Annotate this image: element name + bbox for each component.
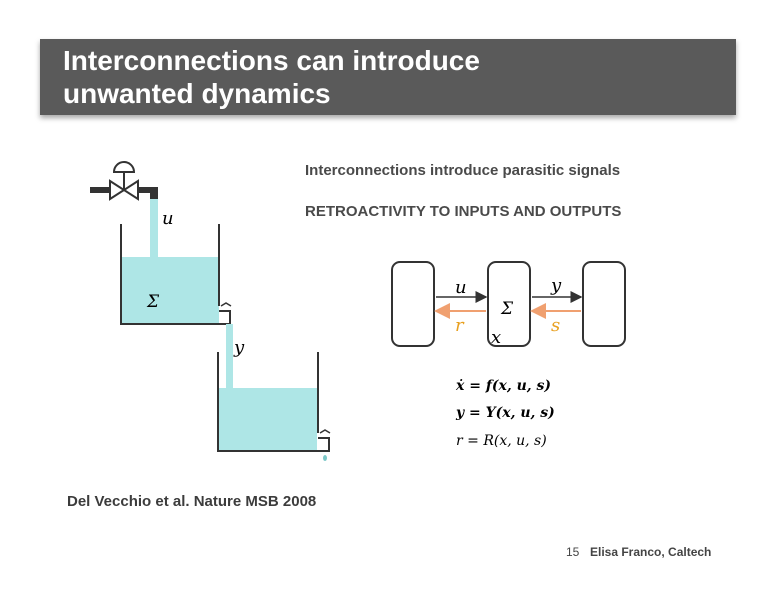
citation: Del Vecchio et al. Nature MSB 2008 [67,493,317,510]
parasitic-signals-heading: Interconnections introduce parasitic sig… [305,162,621,179]
top-tank-outlet [219,310,231,325]
top-tank-water [122,257,219,324]
block-x-label: x [491,327,501,348]
slide-title: Interconnections can introduce unwanted … [63,45,480,109]
retroactivity-heading: RETROACTIVITY TO INPUTS AND OUTPUTS [305,203,622,220]
bottom-tank-walls [217,352,318,452]
outflow-label: y [233,337,245,358]
top-tank-walls [120,224,219,325]
upstream-block [391,261,435,347]
downstream-block [582,261,626,347]
page-number: 15 [566,545,580,559]
inflow-stream [150,196,158,257]
water-drop [323,455,327,461]
block-s-label: s [551,315,560,336]
retroactivity-equation: r = R(x, u, s) [456,433,547,449]
block-sigma-label: Σ [500,299,514,319]
title-bar: Interconnections can introduce unwanted … [40,39,736,115]
author-credit: Elisa Franco, Caltech [590,545,712,559]
inflow-label: u [162,208,174,229]
transfer-stream [226,324,233,388]
bottom-tank-water [219,388,317,451]
block-y-label: y [550,275,562,296]
bottom-tank-outlet [318,437,330,452]
block-u-label: u [455,277,467,298]
valve-icon [90,161,158,201]
tank-sigma-label: Σ [146,292,160,312]
block-r-label: r [455,315,465,336]
state-equation: ẋ = f(x, u, s) [456,378,551,394]
output-equation: y = Y(x, u, s) [456,405,555,421]
